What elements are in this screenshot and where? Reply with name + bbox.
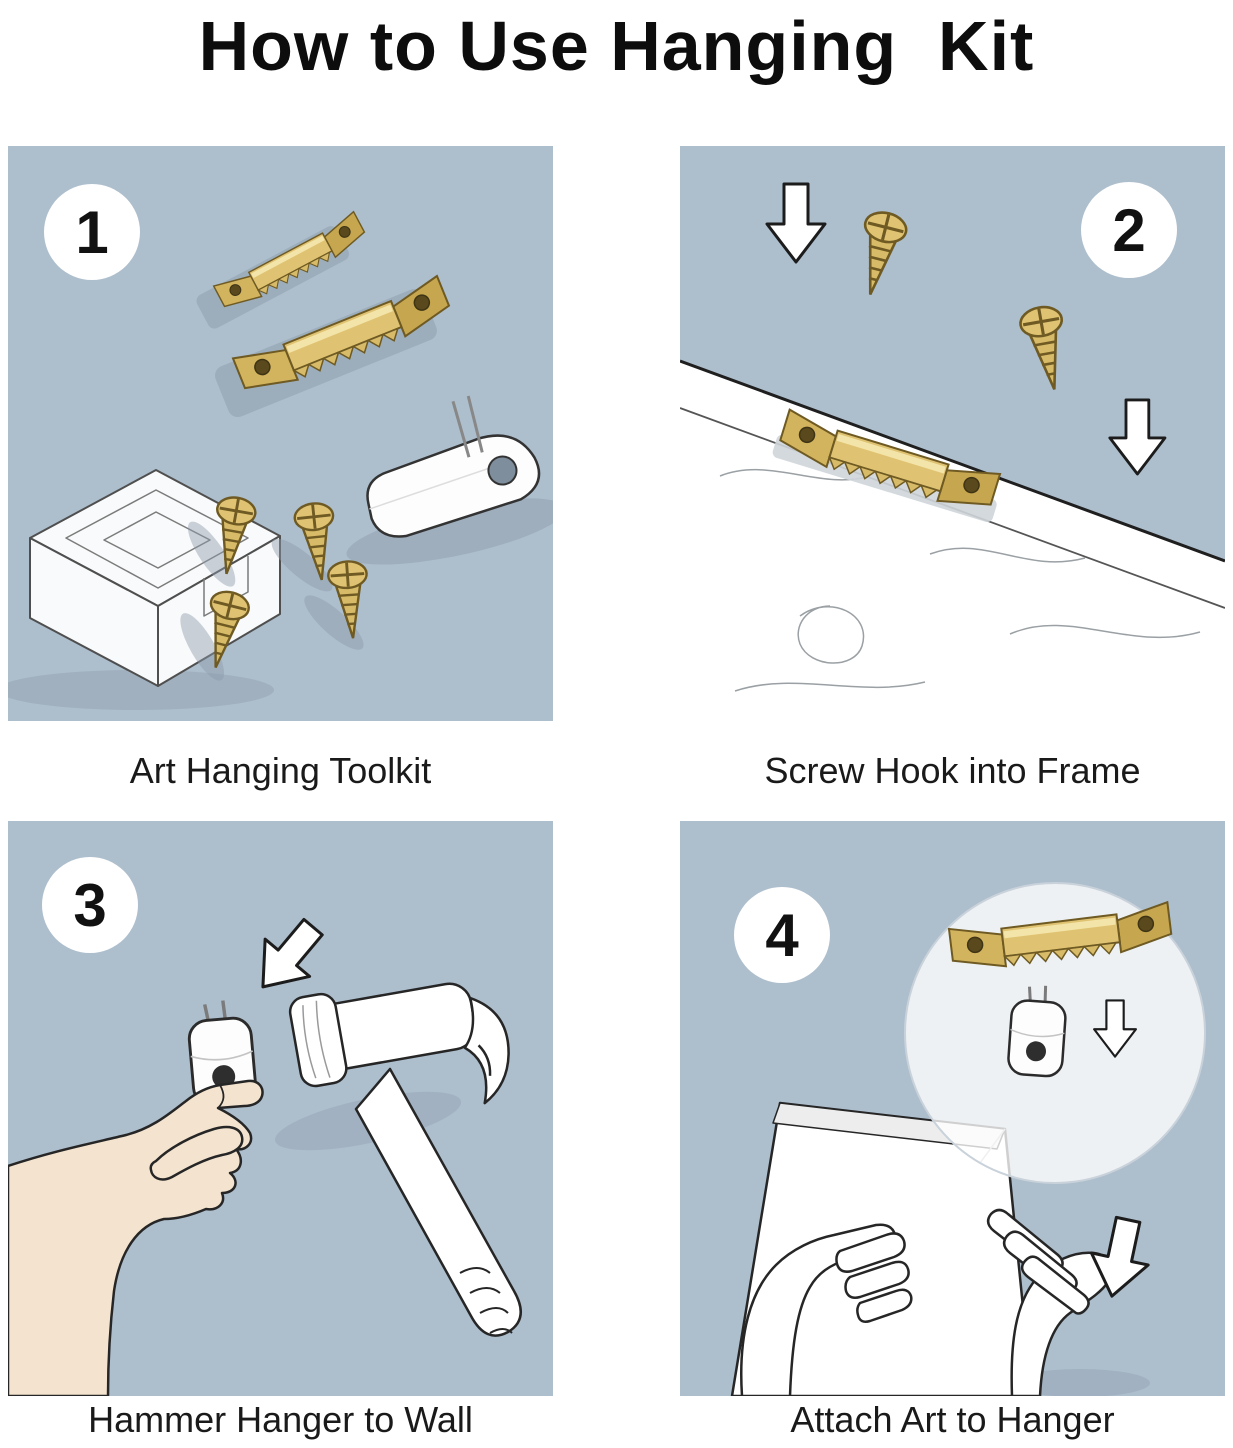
screw-icon [847, 206, 911, 301]
step-4-number-badge: 4 [734, 887, 830, 983]
hand-icon [740, 1223, 913, 1396]
down-arrow-icon [239, 906, 337, 1008]
down-arrow-icon [765, 182, 827, 264]
wall-hook-icon [346, 395, 553, 565]
step-3-panel: 3 [8, 821, 553, 1396]
step-2-panel: 2 [680, 146, 1225, 721]
step-4-cell: 4 [680, 821, 1225, 1444]
step-4-panel: 4 [680, 821, 1225, 1396]
page-title: How to Use Hanging Kit [198, 7, 1035, 85]
step-4-illustration [730, 882, 1206, 1396]
step-3-caption: Hammer Hanger to Wall [88, 1399, 473, 1440]
screw-icon [271, 500, 342, 592]
step-4-caption: Attach Art to Hanger [790, 1399, 1115, 1440]
step-1-number-badge: 1 [44, 184, 140, 280]
hand-icon [8, 1079, 264, 1396]
step-2-cell: 2 [680, 146, 1225, 821]
step-1-caption: Art Hanging Toolkit [129, 750, 432, 791]
step-1-illustration [8, 211, 553, 710]
box-shadow [8, 670, 274, 710]
sawtooth-hanger-icon [212, 211, 370, 315]
down-arrow-icon [1108, 398, 1167, 476]
step-2-caption: Screw Hook into Frame [764, 750, 1141, 791]
screw-icon [187, 493, 259, 587]
step-3-illustration [8, 906, 522, 1396]
step-1-panel: 1 [8, 146, 553, 721]
step-3-number-badge: 3 [42, 857, 138, 953]
step-3-cell: 3 [8, 821, 553, 1444]
screw-icon [304, 558, 373, 650]
screw-icon [1016, 302, 1076, 395]
screw-icon [180, 586, 254, 681]
step-2-illustration [680, 182, 1225, 721]
step-1-cell: 1 [8, 146, 553, 821]
hammer-icon [274, 982, 522, 1337]
canvas-shadow [1010, 1369, 1150, 1396]
sawtooth-hanger-icon [772, 408, 1002, 523]
step-2-number-badge: 2 [1081, 182, 1177, 278]
panel-grid: 1 [0, 146, 1233, 1444]
